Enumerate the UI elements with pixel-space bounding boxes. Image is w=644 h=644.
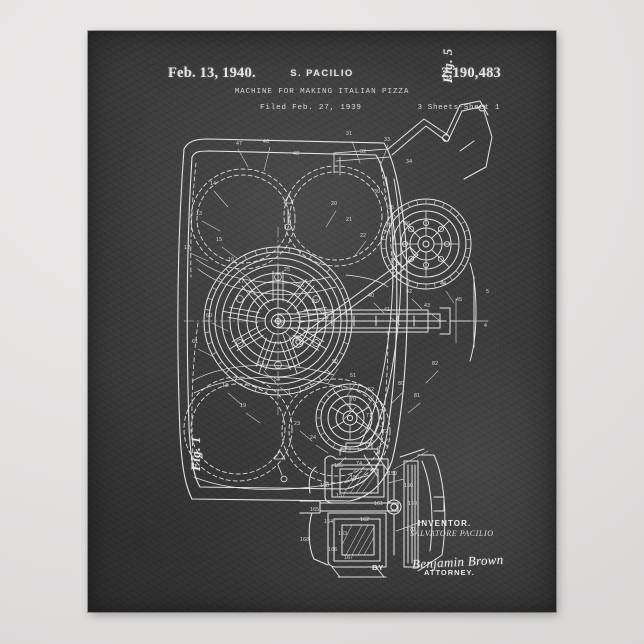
reference-numeral: 158 [320,483,329,489]
reference-numeral: 82 [432,361,438,367]
reference-numeral: 80 [398,381,404,387]
reference-numeral: 4 [484,323,487,329]
reference-numeral: 160 [404,483,413,489]
inventor-label: INVENTOR. [418,519,550,528]
figure-label-fig5: Fig. 5 [440,48,456,83]
reference-numeral: 34 [406,159,412,165]
reference-numeral: 20 [331,201,337,207]
reference-numeral: 61 [192,339,198,345]
reference-numeral: 161 [374,501,383,507]
reference-numeral: 155 [334,463,343,469]
reference-numeral: 40 [368,293,374,299]
reference-numeral: 31 [346,131,352,137]
reference-numeral: 15 [216,237,222,243]
reference-numeral: 81 [414,393,420,399]
reference-numeral: 157 [336,493,345,499]
reference-numeral: 168 [300,537,309,543]
reference-numeral: 17 [238,279,244,285]
signature-block: INVENTOR. SALVATORE PACILIO BY Benjamin … [410,519,550,577]
reference-numeral: 5 [486,289,489,295]
reference-numeral: 27 [312,299,318,305]
reference-numeral: 18 [222,383,228,389]
reference-numeral: 73 [340,447,346,453]
reference-numeral: 23 [294,421,300,427]
inventor-name: SALVATORE PACILIO [410,529,550,538]
reference-numeral: 163 [338,531,347,537]
reference-numeral: 13 [196,211,202,217]
reference-numeral: 41 [384,307,390,313]
reference-numeral: 52 [368,387,374,393]
reference-numeral: 165 [310,507,319,513]
reference-numeral: 50 [332,359,338,365]
reference-numeral: 43 [424,303,430,309]
reference-numeral: 167 [344,555,353,561]
reference-numeral: 47 [236,141,242,147]
reference-numeral: 21 [346,217,352,223]
reference-numeral: 16 [228,257,234,263]
reference-numeral: 164 [324,519,333,525]
reference-numeral: 169 [408,501,417,507]
reference-numeral: 48 [293,151,299,157]
reference-numeral: 162 [360,517,369,523]
reference-numeral: 71 [366,413,372,419]
reference-numeral: 159 [388,471,397,477]
reference-numeral: 60 [206,313,212,319]
reference-numeral: 12 [184,245,190,251]
reference-numeral: 26 [298,283,304,289]
reference-numeral: 54 [274,377,280,383]
reference-numeral: 22 [360,233,366,239]
reference-numeral: 72 [382,429,388,435]
reference-numeral: 14 [210,181,216,187]
reference-numeral: 46 [263,139,269,145]
patent-poster: Feb. 13, 1940. S. PACILIO 2,190,483 MACH… [88,31,556,612]
reference-numeral: 51 [350,373,356,379]
reference-numeral: 36 [404,221,410,227]
reference-numeral: 24 [310,435,316,441]
reference-numeral: 53 [258,361,264,367]
reference-numeral: 42 [406,289,412,295]
reference-numeral: 45 [456,297,462,303]
reference-numeral: 32 [360,149,366,155]
reference-numeral: 44 [440,281,446,287]
reference-numeral: 25 [284,267,290,273]
reference-numeral: 29 [294,335,300,341]
reference-numeral: 30 [374,189,380,195]
by-label: BY [372,563,384,572]
reference-numeral: 166 [328,547,337,553]
reference-numeral: 70 [350,397,356,403]
reference-numeral: 33 [384,137,390,143]
reference-numeral: 28 [278,321,284,327]
reference-numeral: 156 [350,475,359,481]
reference-numeral: 74 [356,461,362,467]
reference-numeral: 35 [388,205,394,211]
figure-label-fig1: Fig. 1 [188,436,204,471]
reference-numeral: 19 [240,403,246,409]
